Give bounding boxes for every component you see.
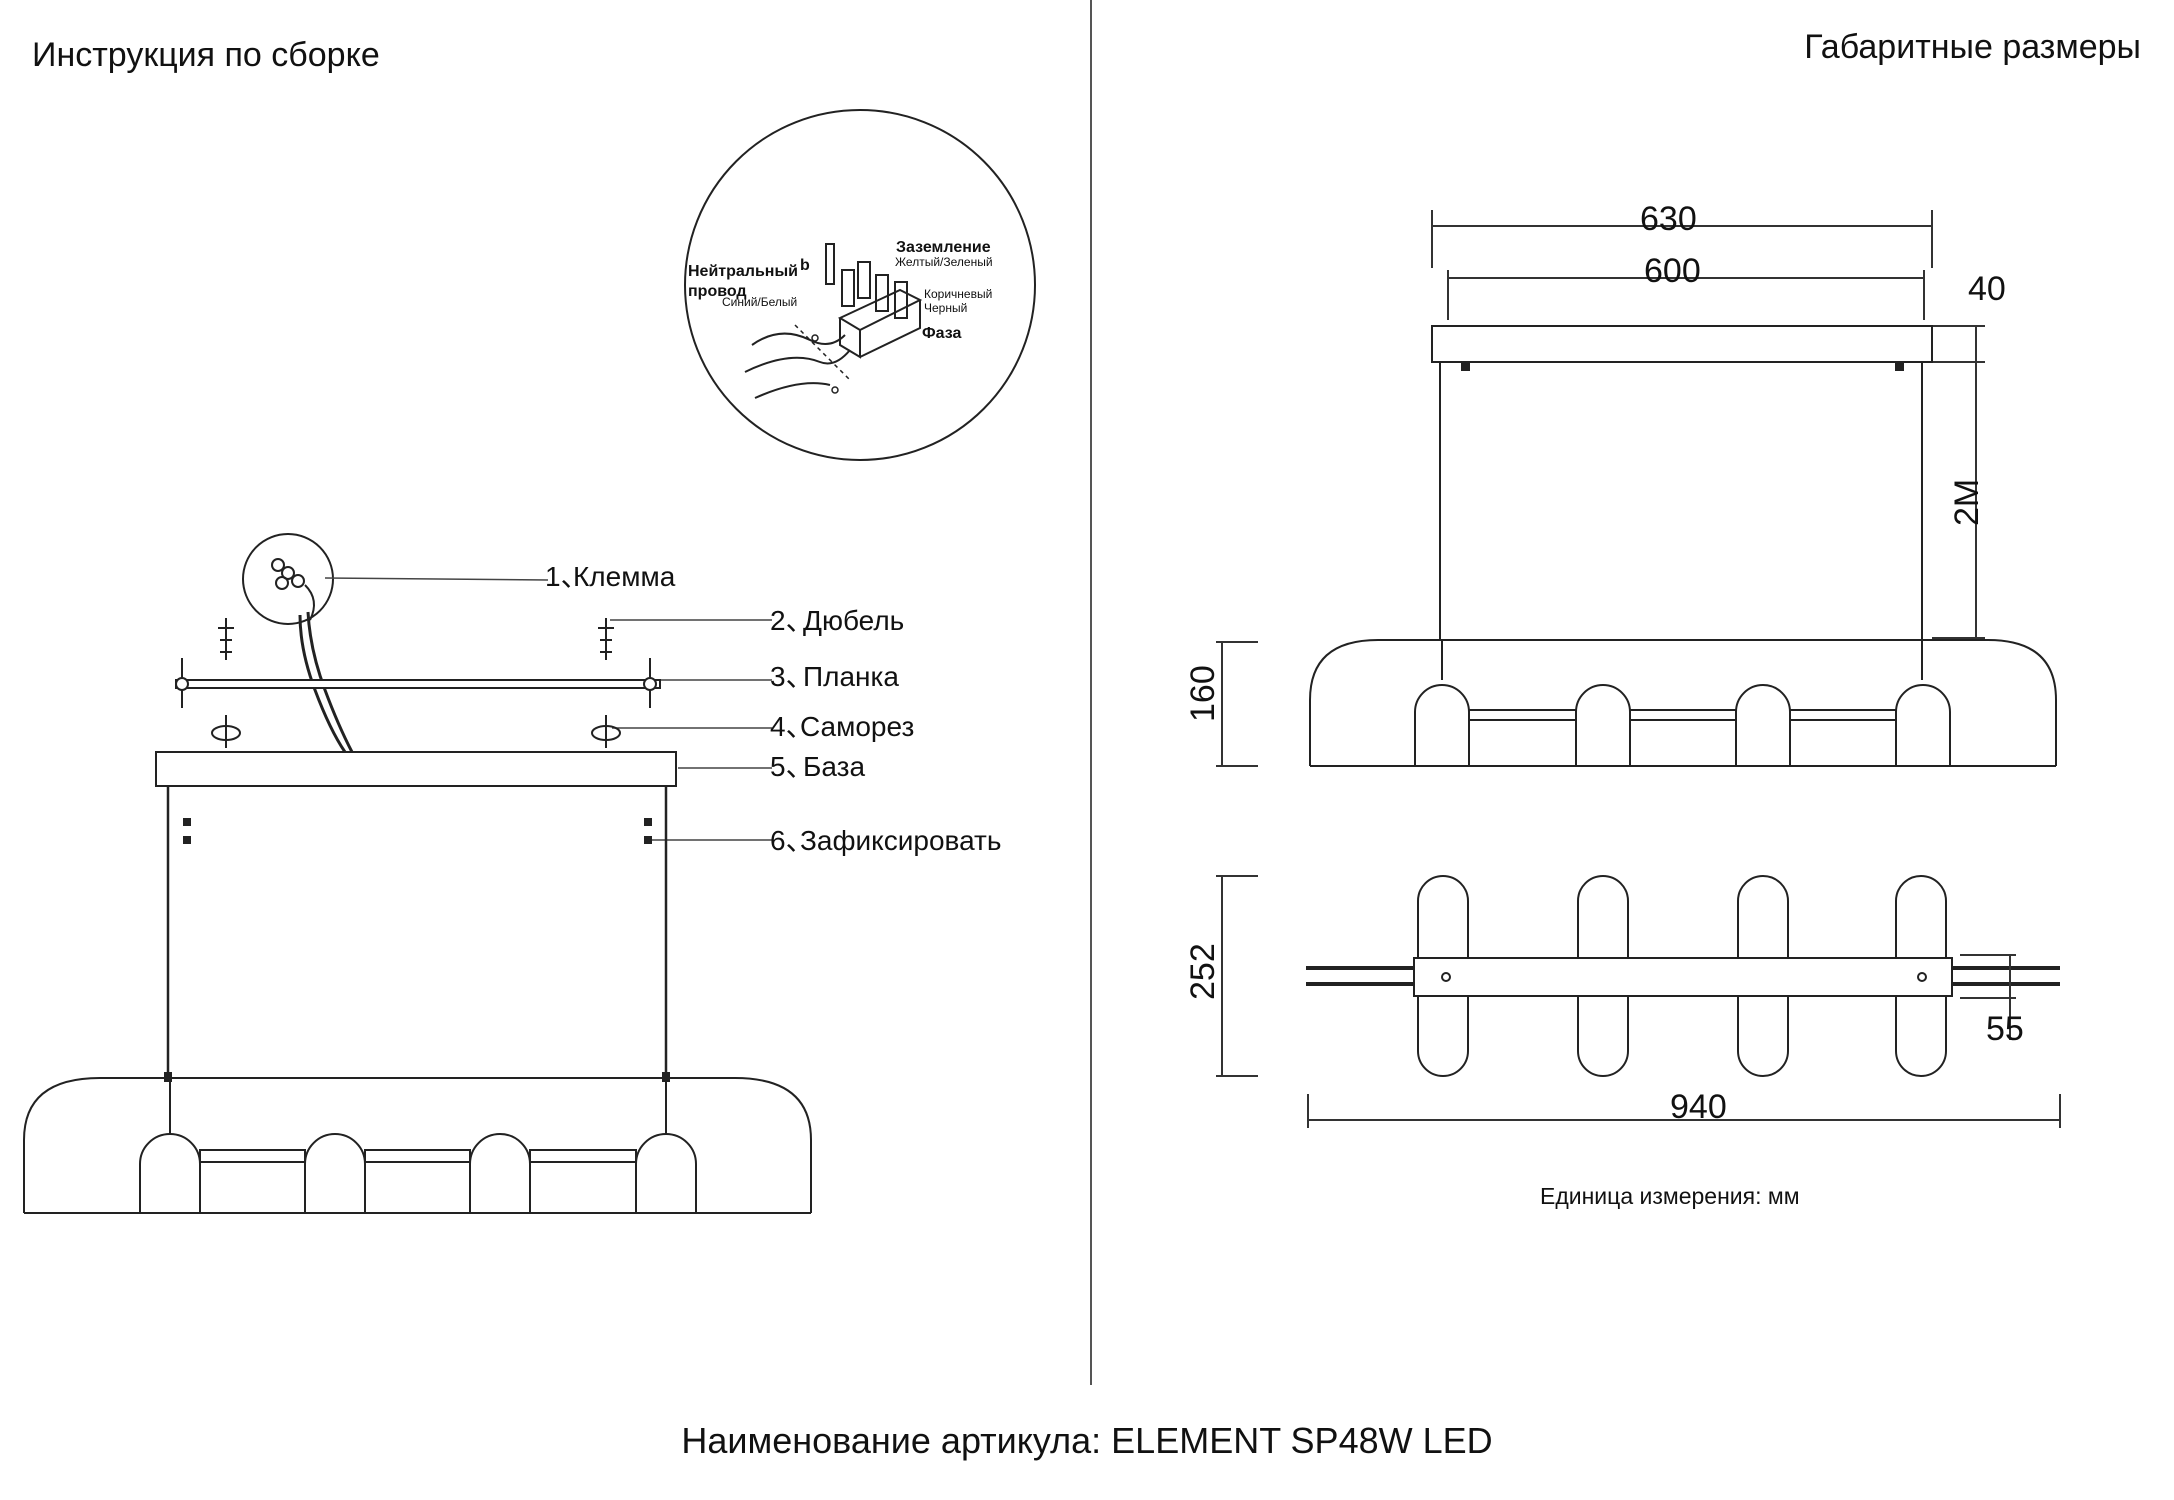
- units-note: Единица измерения: мм: [1540, 1183, 1800, 1209]
- neutral-color-label: Синий/Белый: [722, 295, 797, 309]
- dim-160: 160: [1184, 665, 1222, 722]
- part-5-number: 5、: [770, 751, 814, 782]
- article-name: Наименование артикула: ELEMENT SP48W LED: [681, 1420, 1493, 1461]
- part-5-label: База: [803, 751, 865, 782]
- page-divider: [1090, 0, 1092, 1385]
- cable-fixers: [164, 818, 670, 1082]
- neutral-label: Нейтральный: [688, 263, 798, 280]
- part-4-label: Саморез: [800, 711, 914, 742]
- dimension-940: [1307, 1094, 2061, 1128]
- terminal-detail: [242, 533, 354, 753]
- dimensions-title: Габаритные размеры: [1804, 28, 2141, 66]
- dim-630: 630: [1640, 200, 1697, 238]
- phase-label: Фаза: [922, 325, 961, 342]
- part-1-number: 1、: [545, 561, 589, 592]
- letter-b: b: [800, 257, 810, 274]
- canopy-base: [155, 751, 677, 787]
- part-2-number: 2、: [770, 605, 814, 636]
- part-6-label: Зафиксировать: [800, 825, 1001, 856]
- mounting-plate: [175, 677, 661, 691]
- dimension-252: [1216, 875, 1258, 1077]
- dimension-160: [1216, 641, 1258, 767]
- dowels: [181, 618, 651, 708]
- suspension-cables: [166, 786, 668, 1075]
- dimension-55: [1960, 954, 2016, 1040]
- front-view-fixture: [1309, 325, 2057, 767]
- screws: [211, 715, 621, 748]
- phase-color-label: Коричневый: [924, 287, 992, 301]
- part-6-number: 6、: [770, 825, 814, 856]
- dim-2m: 2M: [1948, 479, 1986, 526]
- part-1-label: Клемма: [573, 561, 676, 592]
- neutral-label-2: провод: [688, 283, 747, 300]
- part-3-number: 3、: [770, 661, 814, 692]
- wiring-detail-circle: [684, 109, 1036, 461]
- lamp-body: [23, 1077, 812, 1214]
- dim-40: 40: [1968, 270, 2006, 308]
- assembly-title: Инструкция по сборке: [32, 36, 380, 74]
- part-3-label: Планка: [803, 661, 899, 692]
- part-4-number: 4、: [770, 711, 814, 742]
- phase-color-label-2: Черный: [924, 301, 967, 315]
- dim-55: 55: [1986, 1010, 2024, 1048]
- dim-940: 940: [1670, 1088, 1727, 1126]
- ground-color-label: Желтый/Зеленый: [895, 255, 993, 269]
- dimension-lines-top: [1431, 210, 1985, 639]
- dim-252: 252: [1184, 943, 1222, 1000]
- part-2-label: Дюбель: [803, 605, 904, 636]
- ground-label: Заземление: [896, 239, 991, 256]
- leader-lines: [324, 577, 772, 841]
- top-view-fixture: [1306, 875, 2060, 1077]
- dim-600: 600: [1644, 252, 1701, 290]
